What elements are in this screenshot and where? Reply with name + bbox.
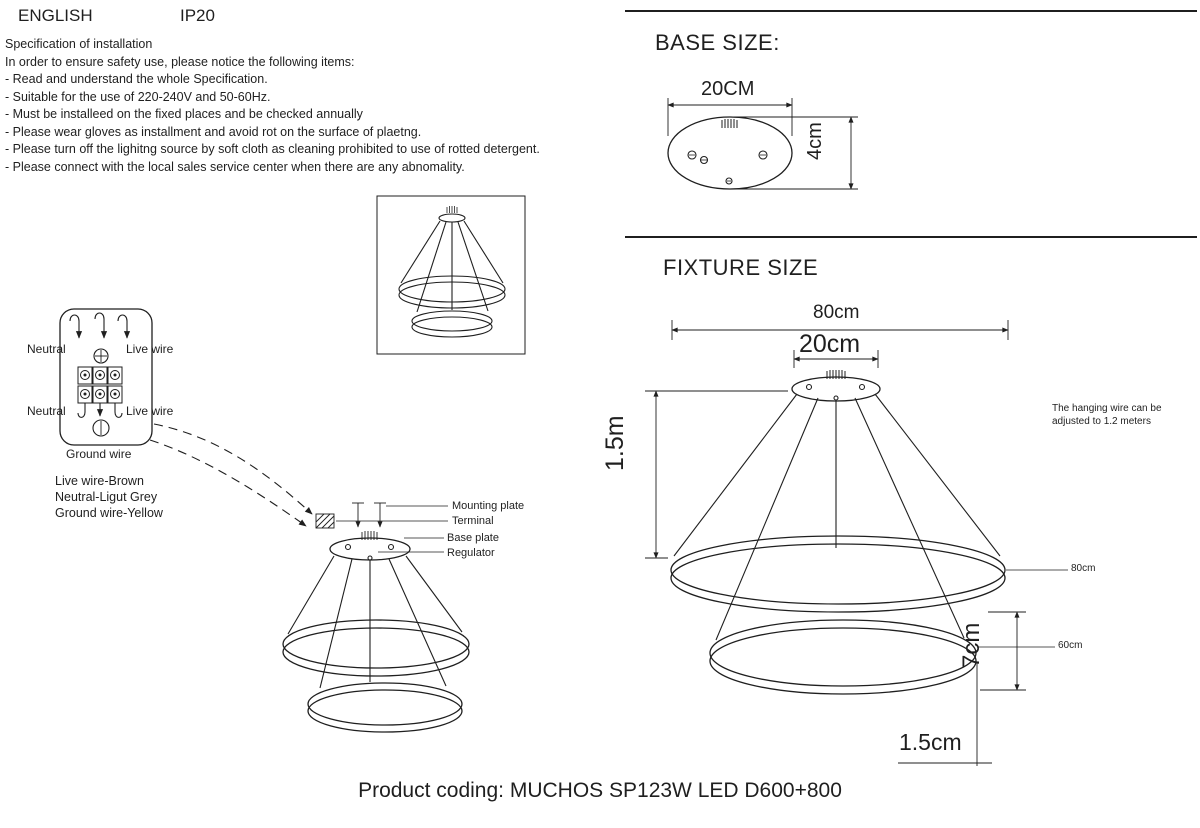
pendant-canopy	[329, 537, 411, 561]
fixture-ring-60cm	[709, 619, 977, 695]
spec-text-block: Specification of installation In order t…	[5, 36, 540, 176]
fixture-ring-80cm	[670, 535, 1006, 613]
spec-item: - Read and understand the whole Specific…	[5, 72, 268, 86]
section-divider-lines	[625, 10, 1197, 238]
legend-live: Live wire-Brown	[55, 474, 144, 488]
spec-intro: In order to ensure safety use, please no…	[5, 54, 355, 69]
part-label-mounting-plate: Mounting plate	[452, 500, 525, 512]
wire-label-live-top: Live wire	[126, 342, 174, 356]
ring1-diameter-label: 80cm	[1071, 563, 1096, 574]
terminal-block-symbol	[315, 513, 335, 529]
wire-label-live-mid: Live wire	[126, 404, 174, 418]
fixture-canopy-width-label: 20cm	[799, 330, 861, 358]
ip-rating: IP20	[180, 6, 215, 25]
spec-item: - Please connect with the local sales se…	[5, 159, 465, 174]
base-height-label: 4cm	[804, 122, 826, 160]
part-label-terminal: Terminal	[452, 515, 494, 527]
wire-label-neutral-mid: Neutral	[27, 404, 66, 418]
wire-color-legend: Live wire-Brown Neutral-Ligut Grey Groun…	[55, 473, 163, 521]
base-size-title: BASE SIZE:	[655, 30, 780, 55]
part-label-regulator: Regulator	[447, 547, 495, 559]
language-heading: ENGLISH	[18, 6, 93, 25]
pendant-parts-drawing	[282, 502, 470, 733]
spec-title: Specification of installation	[5, 37, 153, 51]
spec-item: - Please turn off the lighitng source by…	[5, 142, 540, 156]
fixture-drop-height-label: 1.5m	[601, 415, 629, 471]
pendant-small-drawing	[376, 195, 526, 355]
fixture-canopy	[791, 376, 881, 402]
spec-item: - Suitable for the use of 220-240V and 5…	[5, 89, 271, 104]
fixture-overall-width-label: 80cm	[813, 302, 860, 323]
fixture-size-title: FIXTURE SIZE	[663, 255, 819, 280]
wire-label-ground: Ground wire	[66, 447, 132, 461]
product-coding: Product coding: MUCHOS SP123W LED D600+8…	[358, 779, 842, 802]
ring-gap-label: 7cm	[958, 622, 985, 668]
spec-item: - Please wear gloves as installment and …	[5, 124, 422, 139]
hanging-wire-note: The hanging wire can be adjusted to 1.2 …	[1052, 403, 1162, 427]
part-label-base-plate: Base plate	[447, 532, 499, 544]
ring2-diameter-label: 60cm	[1058, 640, 1083, 651]
legend-ground: Ground wire-Yellow	[55, 506, 163, 520]
wire-label-neutral-top: Neutral	[27, 342, 66, 356]
base-diameter-label: 20CM	[701, 78, 755, 100]
wiring-terminal-drawing	[59, 308, 313, 527]
tube-height-label: 1.5cm	[899, 729, 962, 755]
base-size-drawing	[667, 98, 858, 190]
spec-item: - Must be installeed on the fixed places…	[5, 107, 363, 121]
fixture-size-drawing	[645, 320, 1068, 766]
legend-neutral: Neutral-Ligut Grey	[55, 490, 158, 504]
